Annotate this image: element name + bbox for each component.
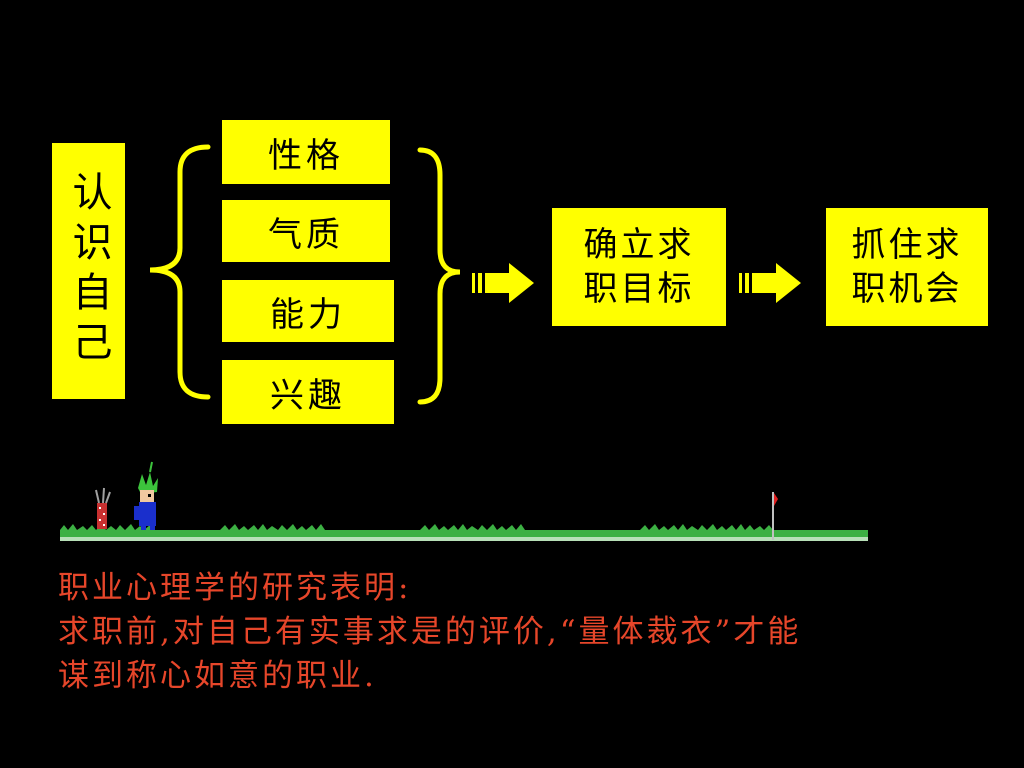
golf-flag-icon	[772, 492, 778, 540]
trait-box-personality: 性格	[222, 120, 390, 184]
golf-bag-icon	[95, 487, 111, 529]
grass-ground	[60, 524, 868, 541]
caption-line-2: 求职前,对自己有实事求是的评价,“量体裁衣”才能	[58, 614, 802, 650]
arrow-right-icon-1	[472, 263, 534, 303]
caption-line-1: 职业心理学的研究表明:	[58, 570, 412, 606]
trait-box-temperament: 气质	[222, 200, 390, 262]
career-goal-box: 确立求 职目标	[552, 208, 726, 326]
trait-box-interest: 兴趣	[222, 360, 394, 424]
caption-text: 职业心理学的研究表明: 求职前,对自己有实事求是的评价,“量体裁衣”才能 谋到称…	[58, 566, 998, 698]
golfer-character-icon	[134, 461, 158, 530]
job-opportunity-box: 抓住求 职机会	[826, 208, 988, 326]
caption-line-3: 谋到称心如意的职业.	[58, 658, 377, 694]
trait-box-ability: 能力	[222, 280, 394, 342]
right-brace	[417, 147, 461, 405]
left-brace	[149, 144, 211, 400]
arrow-right-icon-2	[739, 263, 801, 303]
know-yourself-box: 认识自己	[52, 143, 125, 399]
